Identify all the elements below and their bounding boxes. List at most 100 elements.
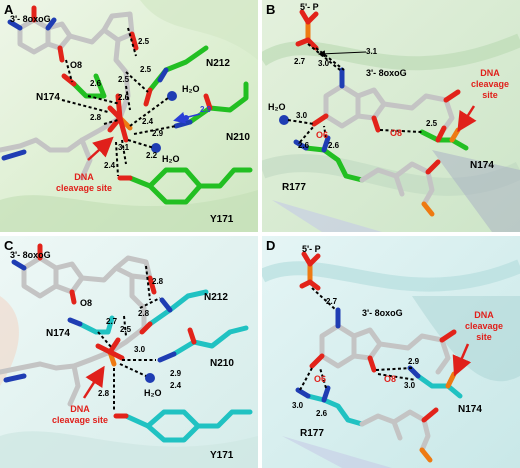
dna-backbone bbox=[359, 159, 441, 217]
n174-label: N174 bbox=[46, 328, 70, 339]
water-label: H₂O bbox=[144, 388, 162, 398]
n212-label: N212 bbox=[206, 58, 230, 69]
distance-label: 2.5 bbox=[120, 325, 132, 334]
oxog-nucleotide bbox=[309, 307, 457, 375]
distance-label: 2.7 bbox=[106, 317, 118, 326]
residue-y171 bbox=[113, 409, 253, 443]
cleavage-arrow bbox=[87, 136, 114, 161]
distance-label: 3.0 bbox=[134, 345, 146, 354]
protein-ribbon bbox=[0, 190, 258, 232]
distance-label: 2.4 bbox=[104, 161, 116, 170]
distance-label: 2.4 bbox=[142, 117, 154, 126]
hydrogen-bonds bbox=[97, 265, 161, 412]
dna-backbone bbox=[359, 407, 439, 463]
panel-a-background bbox=[0, 0, 258, 232]
oxog-label: 3'- 8oxoG bbox=[10, 14, 51, 24]
residue-n212 bbox=[143, 45, 209, 107]
dna-ribbon bbox=[282, 436, 392, 468]
n174-label: N174 bbox=[470, 160, 494, 171]
panel-a: 3'- 8oxoG O8 N212 N174 H₂O H₂O N210 Y171… bbox=[0, 0, 258, 232]
distance-label: 2.9 bbox=[170, 369, 182, 378]
water-molecule bbox=[145, 373, 155, 383]
distance-labels: 2.7 3.0 2.6 2.9 3.0 bbox=[292, 297, 420, 418]
distance-label: 2.6 bbox=[328, 141, 340, 150]
cleavage-arrow bbox=[82, 365, 105, 399]
panel-label: A bbox=[4, 2, 14, 17]
oxog-nucleotide bbox=[7, 5, 139, 75]
o8-label: O8 bbox=[80, 298, 92, 308]
water-molecule bbox=[279, 115, 289, 125]
water-label: H₂O bbox=[162, 154, 180, 164]
distance-label: 2.6 bbox=[118, 93, 130, 102]
distance-label: 2.5 bbox=[140, 65, 152, 74]
water-label: H₂O bbox=[268, 102, 286, 112]
o8-label: O8 bbox=[70, 60, 82, 70]
dna-backbone bbox=[0, 305, 147, 407]
residue-n212 bbox=[139, 289, 209, 335]
distance-label: 2.6 bbox=[316, 409, 328, 418]
distance-label: 3.0 bbox=[318, 59, 330, 68]
oxog-label: 3'- 8oxoG bbox=[10, 250, 51, 260]
protein-ribbon bbox=[0, 296, 19, 386]
oxog-label: 3'- 8oxoG bbox=[366, 68, 407, 78]
dna-ribbon bbox=[272, 200, 382, 232]
distance-label: 2.7 bbox=[294, 57, 306, 66]
oxog-nucleotide bbox=[11, 243, 157, 311]
distance-label: 2.8 bbox=[138, 309, 150, 318]
p5-label: 5'- P bbox=[300, 2, 319, 12]
n174-label: N174 bbox=[458, 404, 482, 415]
cleavage-arrow bbox=[457, 105, 477, 133]
water-molecule bbox=[167, 91, 177, 101]
residue-y171 bbox=[117, 167, 253, 205]
residue-n174 bbox=[419, 125, 469, 151]
o8-label: O8 bbox=[384, 374, 396, 384]
panel-label: B bbox=[266, 2, 276, 17]
cleavage-arrow bbox=[452, 343, 472, 377]
distance-label: 2.2 bbox=[146, 151, 158, 160]
distance-label: 2.4 bbox=[170, 381, 182, 390]
distance-label: 2.8 bbox=[152, 277, 164, 286]
y171-label: Y171 bbox=[210, 214, 234, 225]
hydrogen-bonds bbox=[61, 27, 177, 177]
n174-label: N174 bbox=[36, 92, 60, 103]
distance-labels: 2.8 2.8 2.7 2.5 3.0 2.9 2.4 2.8 bbox=[98, 277, 182, 398]
residue-r177 bbox=[295, 385, 365, 427]
oxog-nucleotide bbox=[311, 67, 461, 135]
p5-label: 5'- P bbox=[302, 244, 321, 254]
panel-a-scene: 3'- 8oxoG O8 N212 N174 H₂O H₂O N210 Y171… bbox=[0, 0, 258, 232]
panel-label: C bbox=[4, 238, 14, 253]
protein-ribbon bbox=[140, 0, 258, 60]
protein-ribbon bbox=[412, 296, 520, 382]
distance-label: 3.1 bbox=[366, 47, 378, 56]
dna-ribbon bbox=[432, 150, 520, 232]
distance-label: 2.9 bbox=[408, 357, 420, 366]
hydrogen-bonds bbox=[299, 287, 417, 391]
panel-c-scene: 3'- 8oxoG O8 N212 N174 H₂O N210 Y171 DNA… bbox=[0, 236, 258, 468]
y171-label: Y171 bbox=[210, 450, 234, 461]
distance-label: 3.1 bbox=[118, 143, 130, 152]
distance-label: 3.0 bbox=[292, 401, 304, 410]
protein-ribbon bbox=[0, 431, 258, 468]
phosphate-5p bbox=[295, 9, 319, 51]
protein-ribbon bbox=[262, 33, 520, 71]
o8-label: O8 bbox=[390, 128, 402, 138]
oxog-label: 3'- 8oxoG bbox=[362, 308, 403, 318]
pointer-arrow bbox=[318, 50, 367, 58]
residue-n174 bbox=[67, 315, 115, 335]
distance-label: 2.6 bbox=[90, 79, 102, 88]
o6-label: O6 bbox=[314, 374, 326, 384]
distance-label: 2.5 bbox=[426, 119, 438, 128]
distance-label: 2.9 bbox=[200, 105, 212, 114]
residue-r177 bbox=[293, 135, 365, 183]
n210-label: N210 bbox=[226, 132, 250, 143]
protein-ribbon bbox=[262, 259, 520, 292]
residue-n174 bbox=[61, 73, 107, 99]
n210-label: N210 bbox=[210, 358, 234, 369]
residue-n210 bbox=[173, 81, 249, 129]
distance-label: 2.8 bbox=[90, 113, 102, 122]
